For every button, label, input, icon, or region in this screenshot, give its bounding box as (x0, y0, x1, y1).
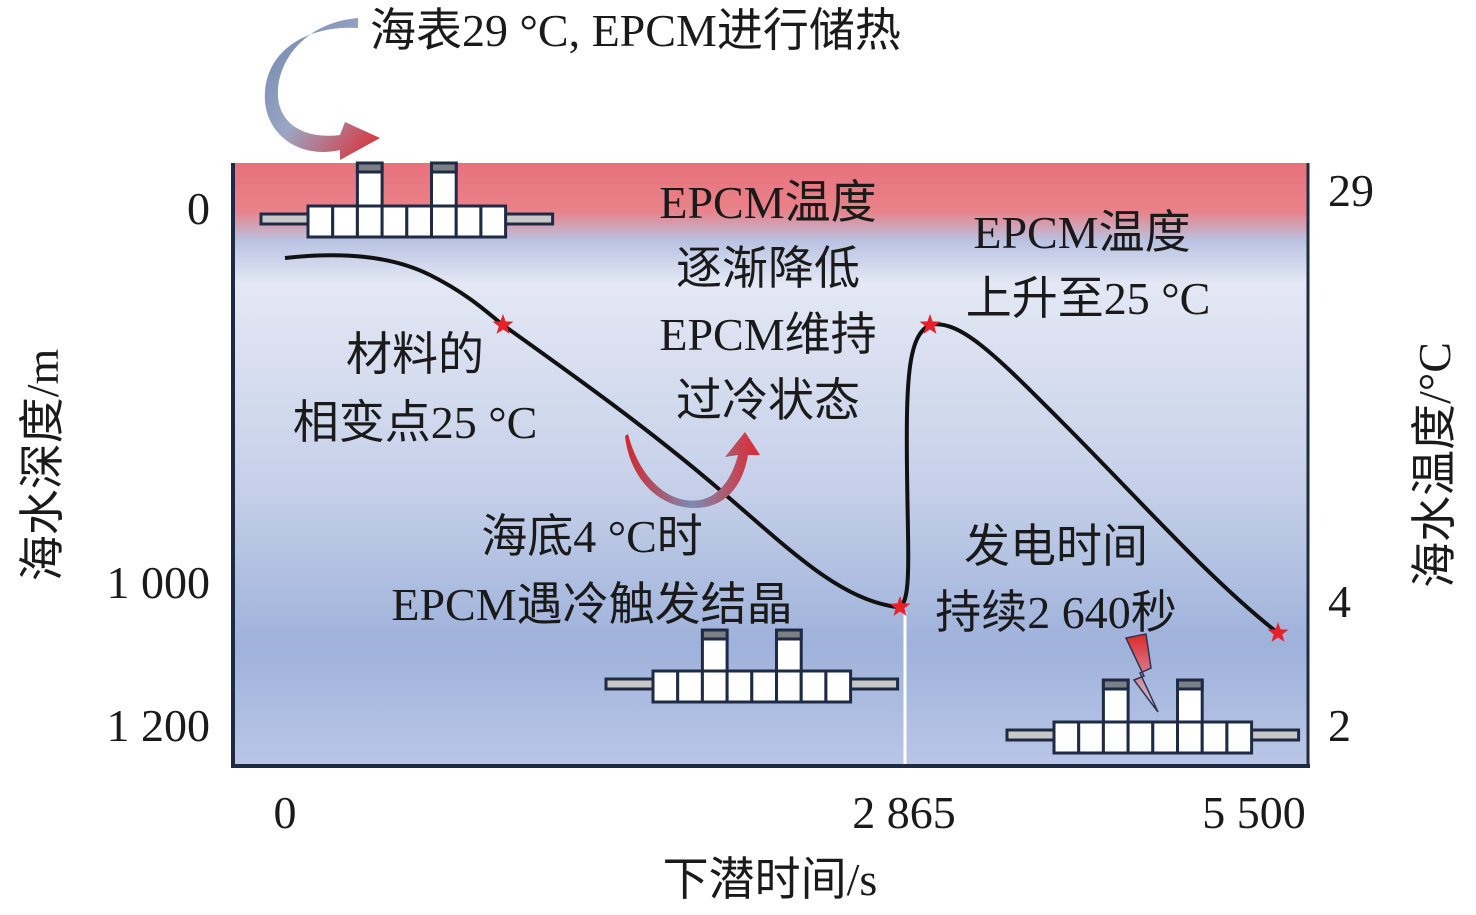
star-marker (889, 596, 911, 616)
device-cell (775, 669, 803, 704)
cooling-line2: 逐渐降低 (676, 243, 860, 294)
device-cell (454, 204, 483, 239)
device-cell (1052, 720, 1081, 755)
device-cell (1200, 720, 1229, 755)
device-cell (1101, 720, 1130, 755)
device-cell (651, 669, 680, 704)
seabed-line2: EPCM遇冷触发结晶 (391, 579, 792, 630)
lightning-icon (1124, 633, 1159, 713)
right-tick-2: 2 (1328, 700, 1351, 751)
device-cell (676, 669, 704, 704)
right-axis-label: 海水温度/°C (1409, 342, 1460, 588)
bottom-tick-5500: 5 500 (1202, 787, 1306, 838)
left-tick-0: 0 (187, 183, 210, 234)
device-cell (700, 669, 729, 704)
device-cell (380, 204, 409, 239)
epcm-device-seabed (604, 628, 900, 704)
device-cell (1126, 720, 1155, 755)
device-tower-cap (1101, 678, 1130, 691)
device-tower-cap (700, 628, 729, 641)
device-tower-cap (355, 161, 384, 174)
power-line1: 发电时间 (964, 521, 1148, 572)
device-cell (750, 669, 778, 704)
bottom-axis-label: 下潜时间/s (663, 854, 878, 905)
device-cell (1225, 720, 1254, 755)
device-cell (331, 204, 359, 239)
device-tower-cap (775, 628, 803, 641)
device-cell (405, 204, 433, 239)
left-axis-label: 海水深度/m (17, 349, 68, 582)
star-marker (1267, 622, 1289, 642)
star-marker (492, 314, 514, 334)
device-tower-cap (1176, 678, 1204, 691)
star-marker (919, 314, 941, 334)
plot-background (232, 163, 1308, 765)
device-tower-cap (430, 161, 458, 174)
power-line2: 持续2 640秒 (935, 587, 1177, 638)
bottom-tick-0: 0 (274, 787, 297, 838)
cooling-line1: EPCM温度 (659, 177, 876, 228)
rise-line2: 上升至25 °C (966, 273, 1211, 324)
device-cell (479, 204, 508, 239)
device-cell (799, 669, 828, 704)
device-cell (430, 204, 458, 239)
top-note: 海表29 °C, EPCM进行储热 (370, 5, 901, 56)
epcm-device-surface (259, 161, 555, 239)
phase-point-line1: 材料的 (346, 329, 484, 380)
bottom-tick-2865: 2 865 (852, 787, 956, 838)
device-cell (1151, 720, 1180, 755)
device-cell (306, 204, 335, 239)
storage-arrow (264, 18, 380, 160)
phase-point-line2: 相变点25 °C (293, 397, 538, 448)
left-tick-1000: 1 000 (107, 557, 211, 608)
right-tick-29: 29 (1328, 165, 1374, 216)
epcm-device-ascent (1005, 678, 1301, 755)
device-cell (1176, 720, 1204, 755)
rise-line1: EPCM温度 (973, 207, 1190, 258)
cycle-arrow (625, 432, 760, 508)
device-cell (355, 204, 384, 239)
supercool-line2: 过冷状态 (676, 375, 860, 426)
device-cell (824, 669, 853, 704)
device-cell (725, 669, 754, 704)
seabed-line1: 海底4 °C时 (481, 511, 703, 562)
device-cell (1077, 720, 1105, 755)
left-tick-1200: 1 200 (107, 700, 211, 751)
supercool-line1: EPCM维持 (659, 309, 876, 360)
right-tick-4: 4 (1328, 576, 1351, 627)
